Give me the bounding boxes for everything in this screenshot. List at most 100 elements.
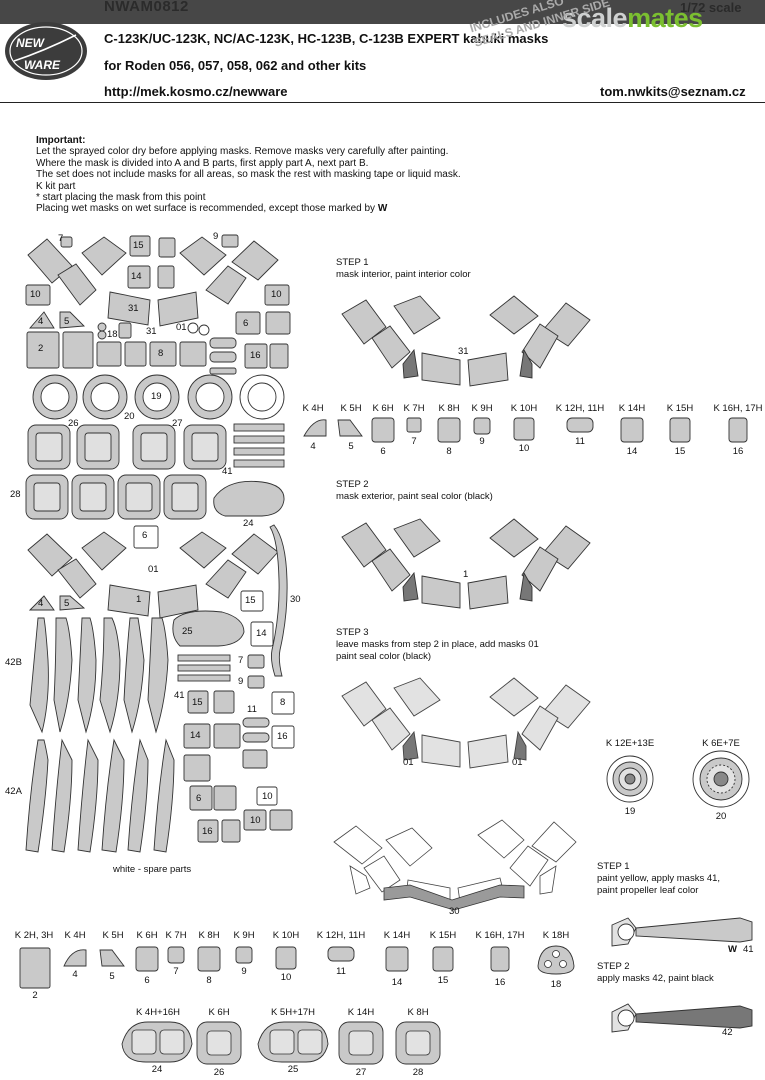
- mask-label: 26: [68, 418, 79, 429]
- step2-mask-number: 1: [463, 569, 469, 580]
- mask-shape: [29, 311, 55, 329]
- mask-label: 16: [277, 731, 288, 742]
- mask-label: 5: [64, 316, 70, 327]
- kit-mask-number: 18: [550, 979, 562, 990]
- mask-label: 7: [238, 655, 244, 666]
- kit-code: K 5H: [102, 930, 124, 941]
- kit-code: K 18H: [542, 930, 570, 941]
- kit-code: K 15H: [429, 930, 457, 941]
- brand-part-b: mates: [627, 3, 703, 33]
- kit-mask-number: 10: [518, 443, 530, 454]
- prop-step1-title: STEP 1: [597, 861, 630, 872]
- spare-parts-caption: white - spare parts: [113, 864, 192, 875]
- mask-label: 6: [196, 793, 202, 804]
- mask-shape: [205, 265, 247, 305]
- mask-label: 16: [202, 826, 213, 837]
- kit-code: K 5H: [340, 403, 362, 414]
- note-line: Placing wet masks on wet surface is reco…: [36, 203, 461, 214]
- product-subtitle: for Roden 056, 057, 058, 062 and other k…: [104, 58, 367, 73]
- prop-step2-text: apply masks 42, paint black: [597, 973, 714, 984]
- step1-title: STEP 1: [336, 257, 369, 268]
- kit-code: K 16H, 17H: [475, 930, 525, 941]
- mask-label: 41: [174, 690, 185, 701]
- mask-label: 4: [38, 316, 44, 327]
- mask-label: 18: [107, 329, 118, 340]
- mask-shape: [57, 263, 97, 306]
- kit-mask-number: 2: [32, 990, 38, 1001]
- mask-label: 7: [58, 233, 64, 244]
- important-notes: Important: Let the sprayed color dry bef…: [36, 135, 461, 215]
- kit-code: K 9H: [471, 403, 493, 414]
- nose-mask-number: 30: [449, 906, 460, 917]
- note-line: Let the sprayed color dry before applyin…: [36, 146, 449, 158]
- mask-label: 15: [192, 697, 203, 708]
- mask-label: 01: [176, 322, 187, 333]
- kit-code: K 7H: [165, 930, 187, 941]
- step3-mask-a: 01: [403, 757, 414, 768]
- website-url[interactable]: http://mek.kosmo.cz/newware: [104, 84, 288, 99]
- note-line: Where the mask is divided into A and B p…: [36, 157, 369, 169]
- mask-shape: [107, 291, 151, 326]
- note-line: The set does not include masks for all a…: [36, 169, 461, 181]
- kit-code: K 2H, 3H: [14, 930, 54, 941]
- prop-step2-number: 42: [722, 1027, 733, 1038]
- mask-label: 5: [64, 598, 70, 609]
- kit-code: K 14H: [347, 1007, 375, 1018]
- kit-mask-number: 8: [206, 975, 212, 986]
- kit-mask-number: 14: [391, 977, 403, 988]
- kit-mask-number: 8: [446, 446, 452, 457]
- kit-mask-number: 7: [173, 966, 179, 977]
- kit-code: K 10H: [272, 930, 300, 941]
- mask-label: 6: [142, 530, 148, 541]
- logo-text-new: NEW: [16, 36, 46, 50]
- mask-label: 8: [158, 348, 164, 359]
- mask-label: 25: [182, 626, 193, 637]
- mask-label: 01: [148, 564, 159, 575]
- kit-code: K 4H: [64, 930, 86, 941]
- mask-label: 15: [245, 595, 256, 606]
- kit-mask-number: 9: [479, 436, 485, 447]
- mask-label: 9: [213, 231, 219, 242]
- note-line-text: Placing wet masks on wet surface is reco…: [36, 203, 376, 215]
- note-line: K kit part: [36, 180, 76, 192]
- kit-code: K 8H: [198, 930, 220, 941]
- mask-label: 10: [250, 815, 261, 826]
- step3-text-1: leave masks from step 2 in place, add ma…: [336, 639, 539, 650]
- mask-label: 31: [146, 326, 157, 337]
- kit-code: K 8H: [438, 403, 460, 414]
- contact-email[interactable]: tom.nwkits@seznam.cz: [600, 84, 746, 99]
- mask-label: 14: [190, 730, 201, 741]
- wheel-mask-number: 19: [624, 806, 636, 817]
- kit-code: K 12H, 11H: [555, 403, 605, 414]
- kit-mask-number: 10: [280, 972, 292, 983]
- kit-code: K 4H: [302, 403, 324, 414]
- kit-code: K 14H: [383, 930, 411, 941]
- kit-mask-number: 11: [336, 966, 346, 977]
- prop-wet-mark: W: [728, 944, 737, 955]
- kit-code: K 5H+17H: [270, 1007, 316, 1018]
- kit-code: K 6H: [208, 1007, 230, 1018]
- mask-label: 14: [256, 628, 267, 639]
- step3-mask-b: 01: [512, 757, 523, 768]
- header-bar: [0, 0, 765, 24]
- brand-part-a: scale: [562, 3, 628, 33]
- logo-text-ware: WARE: [24, 58, 61, 72]
- step2-title: STEP 2: [336, 479, 369, 490]
- kit-code: K 7H: [403, 403, 425, 414]
- kit-mask-number: 9: [241, 966, 247, 977]
- product-code: NWAM0812: [104, 0, 189, 15]
- wheel-large: [692, 750, 750, 808]
- kit-code: K 9H: [233, 930, 255, 941]
- mask-label: 10: [30, 289, 41, 300]
- kit-code: K 8H: [407, 1007, 429, 1018]
- mask-label: 27: [172, 418, 183, 429]
- prop-step1-line2: paint propeller leaf color: [597, 885, 699, 896]
- kit-mask-number: 27: [355, 1067, 367, 1078]
- kit-mask-number: 4: [310, 441, 316, 452]
- step3-text-2: paint seal color (black): [336, 651, 432, 662]
- kit-mask-number: 26: [213, 1067, 225, 1078]
- mask-label: 41: [222, 466, 233, 477]
- mask-shape: [179, 236, 227, 276]
